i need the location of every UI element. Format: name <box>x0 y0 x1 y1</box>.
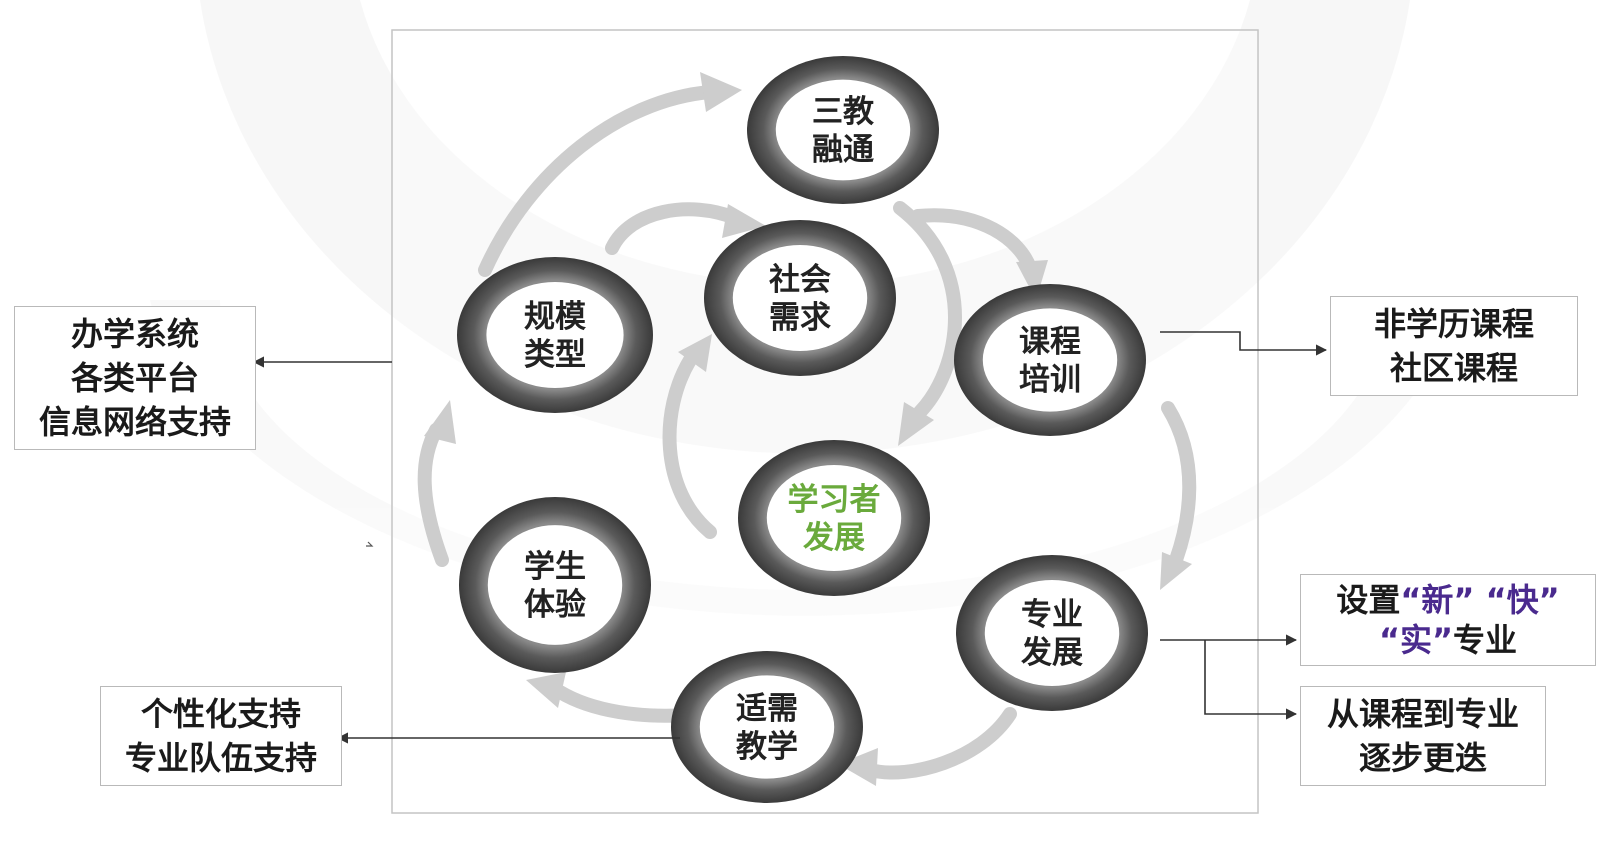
ring-inner-shehui <box>732 244 868 352</box>
right-setup-line-2: “实”专业 <box>1379 620 1517 660</box>
right-courses-box: 非学历课程 社区课程 <box>1330 296 1578 396</box>
ring-label-shehui-1: 社会 <box>769 262 831 298</box>
right-progress-line-1: 从课程到专业 <box>1326 695 1519 733</box>
right-setup-box: 设置“新” “快” “实”专业 <box>1300 574 1596 666</box>
ring-label-xuexizhe-1: 学习者 <box>788 482 881 518</box>
setup-prefix: 设置 <box>1336 581 1401 619</box>
right-progress-line-2: 逐步更迭 <box>1358 739 1487 777</box>
setup-quote-real: “实” <box>1378 621 1454 659</box>
arrow-sanjiao-to-xuexizhe-head <box>898 402 934 446</box>
left-system-line-2: 各类平台 <box>70 359 199 397</box>
ring-inner-guimo <box>486 281 624 389</box>
ring-label-shehui-2: 需求 <box>769 300 831 336</box>
right-setup-line-1: 设置“新” “快” <box>1336 580 1559 620</box>
arrow-xuexizhe-to-shehui-head <box>678 334 712 372</box>
connector-lines <box>252 331 1328 744</box>
connector-zhuanye-to-right-progress <box>1204 640 1298 720</box>
arrow-xuesheng-to-guimo <box>417 423 449 567</box>
arrow-kecheng-to-zhuanye <box>1161 401 1197 567</box>
arrow-sanjiao-to-kecheng-head <box>1016 260 1048 300</box>
left-support-box: 个性化支持 专业队伍支持 <box>100 686 342 786</box>
arrow-zhuanye-to-shixu <box>863 707 1017 780</box>
arrow-kecheng-to-zhuanye-head <box>1160 552 1192 590</box>
stray-tick <box>366 541 374 547</box>
arrow-sheHui-arc-head <box>722 204 766 238</box>
left-support-line-2: 专业队伍支持 <box>124 739 317 777</box>
ring-label-kecheng-2: 培训 <box>1019 362 1081 398</box>
ring-inner-kecheng <box>982 308 1118 412</box>
ring-label-guimo-1: 规模 <box>524 299 586 335</box>
ring-label-xuexizhe-2: 发展 <box>802 520 865 556</box>
ring-label-xuesheng-2: 体验 <box>524 587 586 623</box>
ring-inner-xuesheng <box>487 525 623 645</box>
ring-group: 三教融通社会需求课程培训规模类型学习者发展学生体验专业发展适需教学 <box>457 56 1148 803</box>
arrow-shixu-to-xuesheng-head <box>526 672 566 708</box>
arrow-guimo-to-sanjiao <box>478 85 717 277</box>
arrow-sanjiao-to-kecheng <box>911 208 1037 275</box>
ring-label-zhuanye-1: 专业 <box>1021 597 1083 633</box>
right-courses-line-2: 社区课程 <box>1389 349 1518 387</box>
setup-quote-fast: “快” <box>1485 581 1560 619</box>
ring-label-guimo-2: 类型 <box>524 337 586 373</box>
ring-inner-zhuanye <box>984 579 1120 687</box>
ring-label-kecheng-1: 课程 <box>1019 324 1081 360</box>
arrow-guimo-to-sanjiao-head <box>700 72 742 112</box>
ring-label-sanjiao-2: 融通 <box>812 132 874 168</box>
setup-quote-new: “新” <box>1400 581 1475 619</box>
ring-inner-xuexizhe <box>766 464 902 572</box>
arrow-xuexizhe-to-shehui <box>662 353 717 539</box>
left-system-line-1: 办学系统 <box>70 315 199 353</box>
right-progress-box: 从课程到专业 逐步更迭 <box>1300 686 1546 786</box>
arrow-sanjiao-to-xuexizhe <box>893 201 962 419</box>
ring-label-shixu-2: 教学 <box>736 729 798 765</box>
arrow-sheHui-arc <box>605 202 742 255</box>
left-system-line-3: 信息网络支持 <box>38 403 231 441</box>
ring-inner-shixu <box>699 675 835 779</box>
connector-kecheng-to-right-courses <box>1160 331 1328 356</box>
right-courses-line-1: 非学历课程 <box>1373 305 1534 343</box>
left-support-line-1: 个性化支持 <box>140 695 301 733</box>
setup-suffix: 专业 <box>1453 621 1518 659</box>
ring-label-zhuanye-2: 发展 <box>1020 635 1083 671</box>
ring-label-sanjiao-1: 三教 <box>812 94 874 130</box>
ring-inner-sanjiao <box>775 79 911 181</box>
arrow-zhuanye-to-shixu-head <box>838 748 878 786</box>
ring-label-shixu-1: 适需 <box>736 691 798 727</box>
arrow-xuesheng-to-guimo-head <box>424 400 456 444</box>
ring-label-xuesheng-1: 学生 <box>524 549 586 585</box>
left-system-box: 办学系统 各类平台 信息网络支持 <box>14 306 256 450</box>
